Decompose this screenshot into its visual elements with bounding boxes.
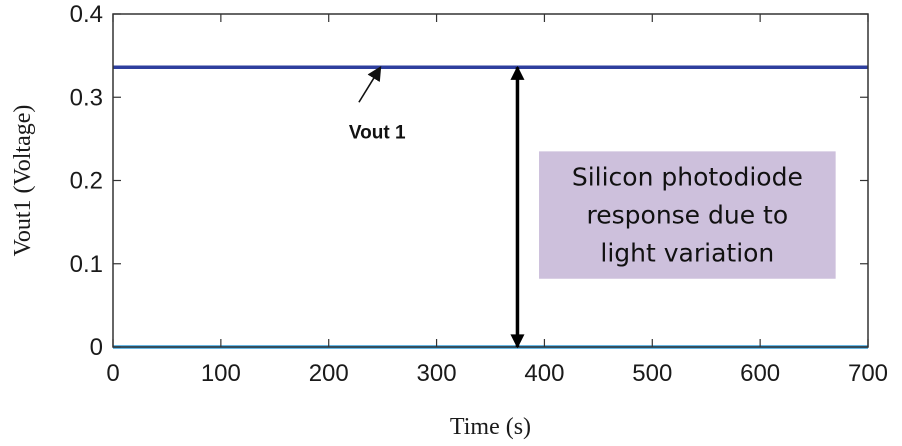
- y-tick-label: 0.2: [70, 168, 103, 195]
- x-tick-label: 500: [632, 360, 672, 387]
- y-tick-label: 0: [90, 334, 103, 361]
- y-tick-label: 0.1: [70, 251, 103, 278]
- x-tick-label: 700: [848, 360, 888, 387]
- tick-layer: 0 100 200 300 400 500 600 700 0 0.1 0.2 0.3 0.4: [70, 1, 888, 387]
- response-box-line: light variation: [600, 238, 774, 267]
- x-tick-label: 600: [740, 360, 780, 387]
- x-tick-label: 200: [309, 360, 349, 387]
- x-tick-label: 100: [201, 360, 241, 387]
- vout-label: Vout 1: [349, 123, 406, 144]
- x-tick-label: 300: [417, 360, 457, 387]
- x-axis-label: Time (s): [450, 414, 531, 440]
- y-tick-label: 0.3: [70, 84, 103, 111]
- response-box-line: Silicon photodiode: [572, 162, 803, 191]
- x-tick-label: 0: [106, 360, 119, 387]
- y-axis-label: Vout1 (Voltage): [10, 105, 36, 257]
- x-tick-label: 400: [524, 360, 564, 387]
- response-box-line: response due to: [587, 200, 789, 229]
- vout-arrow: [358, 66, 382, 103]
- response-box: [539, 151, 836, 279]
- y-tick-label: 0.4: [70, 1, 103, 28]
- annotation-layer: Vout 1 Silicon photodiode response due to l…: [349, 65, 836, 349]
